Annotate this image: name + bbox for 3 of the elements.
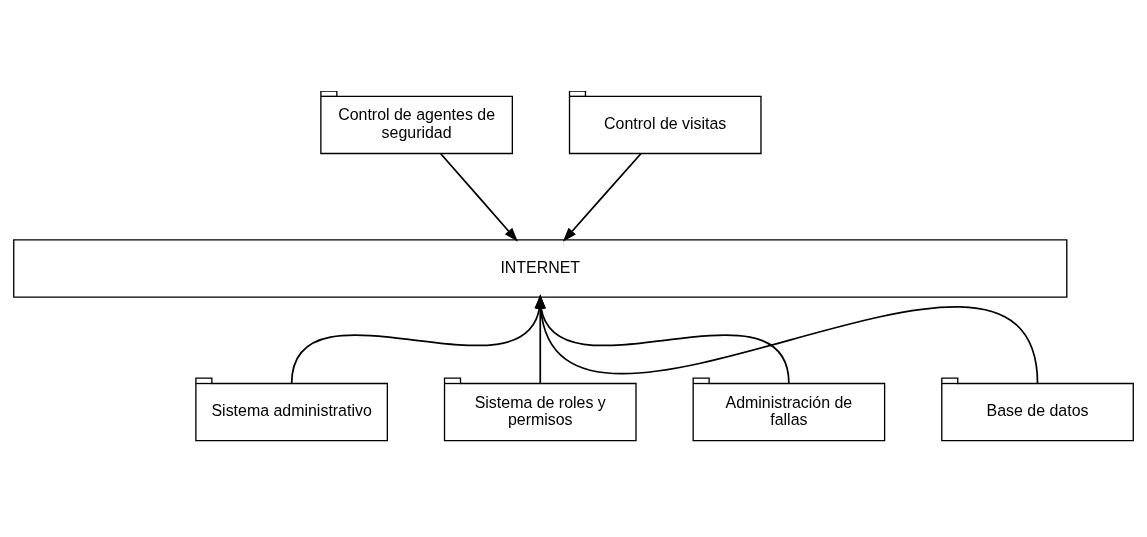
arrow: [562, 152, 642, 242]
node-box: INTERNET: [13, 239, 1068, 298]
arrow: [439, 152, 518, 242]
